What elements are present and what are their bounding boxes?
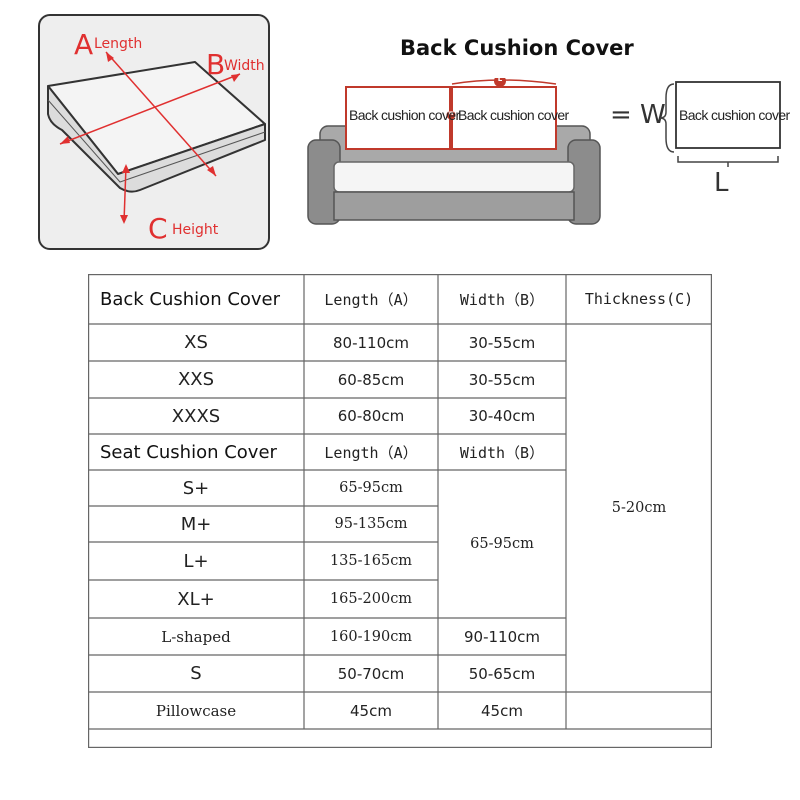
size-chart-table: Back Cushion Cover Length（A） Width（B） Th… bbox=[88, 274, 712, 748]
thickness-column-header: Thickness(C) bbox=[584, 290, 694, 308]
cushion-dimension-diagram: A Length B Width C Height bbox=[38, 14, 270, 250]
size-cell: XXS bbox=[177, 369, 215, 390]
length-label-l: L bbox=[714, 168, 729, 198]
width-cell: 30-40cm bbox=[468, 407, 536, 425]
size-cell: S bbox=[190, 663, 202, 684]
size-cell: S+ bbox=[182, 477, 210, 499]
width-column-header: Width（B） bbox=[459, 290, 545, 309]
length-cell: 95-135cm bbox=[334, 516, 408, 532]
size-cell: Pillowcase bbox=[155, 701, 237, 720]
length-cell: 45cm bbox=[350, 701, 392, 720]
cushion-illustration bbox=[47, 51, 266, 224]
length-cell: 65-95cm bbox=[339, 480, 403, 496]
length-cell: 60-80cm bbox=[337, 407, 405, 425]
length-cell: 165-200cm bbox=[329, 591, 413, 607]
length-cell: 160-190cm bbox=[329, 628, 413, 645]
width-label: Width bbox=[224, 58, 265, 74]
size-cell: M+ bbox=[180, 513, 212, 535]
table-grid bbox=[88, 274, 712, 748]
size-cell: XL+ bbox=[177, 588, 215, 610]
length-marker: L bbox=[497, 75, 503, 83]
width-cell: 90-110cm bbox=[464, 627, 540, 646]
size-cell: L-shaped bbox=[161, 627, 231, 646]
back-cushion-detail-label: Back cushion cover bbox=[679, 107, 790, 123]
size-cell: XXXS bbox=[171, 405, 221, 427]
thickness-value-cell: 5-20cm bbox=[611, 500, 667, 516]
length-column-header: Length（A） bbox=[324, 290, 418, 309]
length-cell: 50-70cm bbox=[337, 664, 405, 683]
height-label: Height bbox=[172, 222, 219, 238]
seat-width-column-header: Width（B） bbox=[459, 443, 545, 462]
size-cell: XS bbox=[184, 332, 208, 353]
cushion-detail-diagram bbox=[660, 81, 781, 167]
seat-length-column-header: Length（A） bbox=[324, 443, 418, 462]
width-cell: 30-55cm bbox=[468, 370, 536, 389]
length-cell: 135-165cm bbox=[329, 553, 413, 569]
back-cushion-section-header: Back Cushion Cover bbox=[100, 288, 281, 310]
width-marker: W bbox=[448, 111, 454, 117]
height-letter: C bbox=[148, 212, 168, 245]
length-cell: 80-110cm bbox=[333, 333, 409, 352]
width-letter: B bbox=[206, 48, 226, 81]
width-equals-label: = W bbox=[610, 100, 666, 130]
back-cushion-label-left: Back cushion cover bbox=[349, 107, 460, 123]
merged-seat-width-cell: 65-95cm bbox=[470, 536, 534, 552]
seat-cushion-section-header: Seat Cushion Cover bbox=[100, 441, 277, 463]
width-cell: 50-65cm bbox=[468, 664, 536, 683]
width-cell: 30-55cm bbox=[468, 333, 536, 352]
length-cell: 60-85cm bbox=[337, 370, 405, 389]
sofa-diagram-title: Back Cushion Cover bbox=[400, 36, 634, 60]
width-cell: 45cm bbox=[481, 701, 523, 720]
back-cushion-label-right: Back cushion cover bbox=[458, 107, 569, 123]
size-cell: L+ bbox=[183, 550, 209, 572]
length-letter: A bbox=[74, 28, 94, 61]
sofa-illustration bbox=[307, 78, 601, 225]
length-label: Length bbox=[94, 36, 143, 52]
